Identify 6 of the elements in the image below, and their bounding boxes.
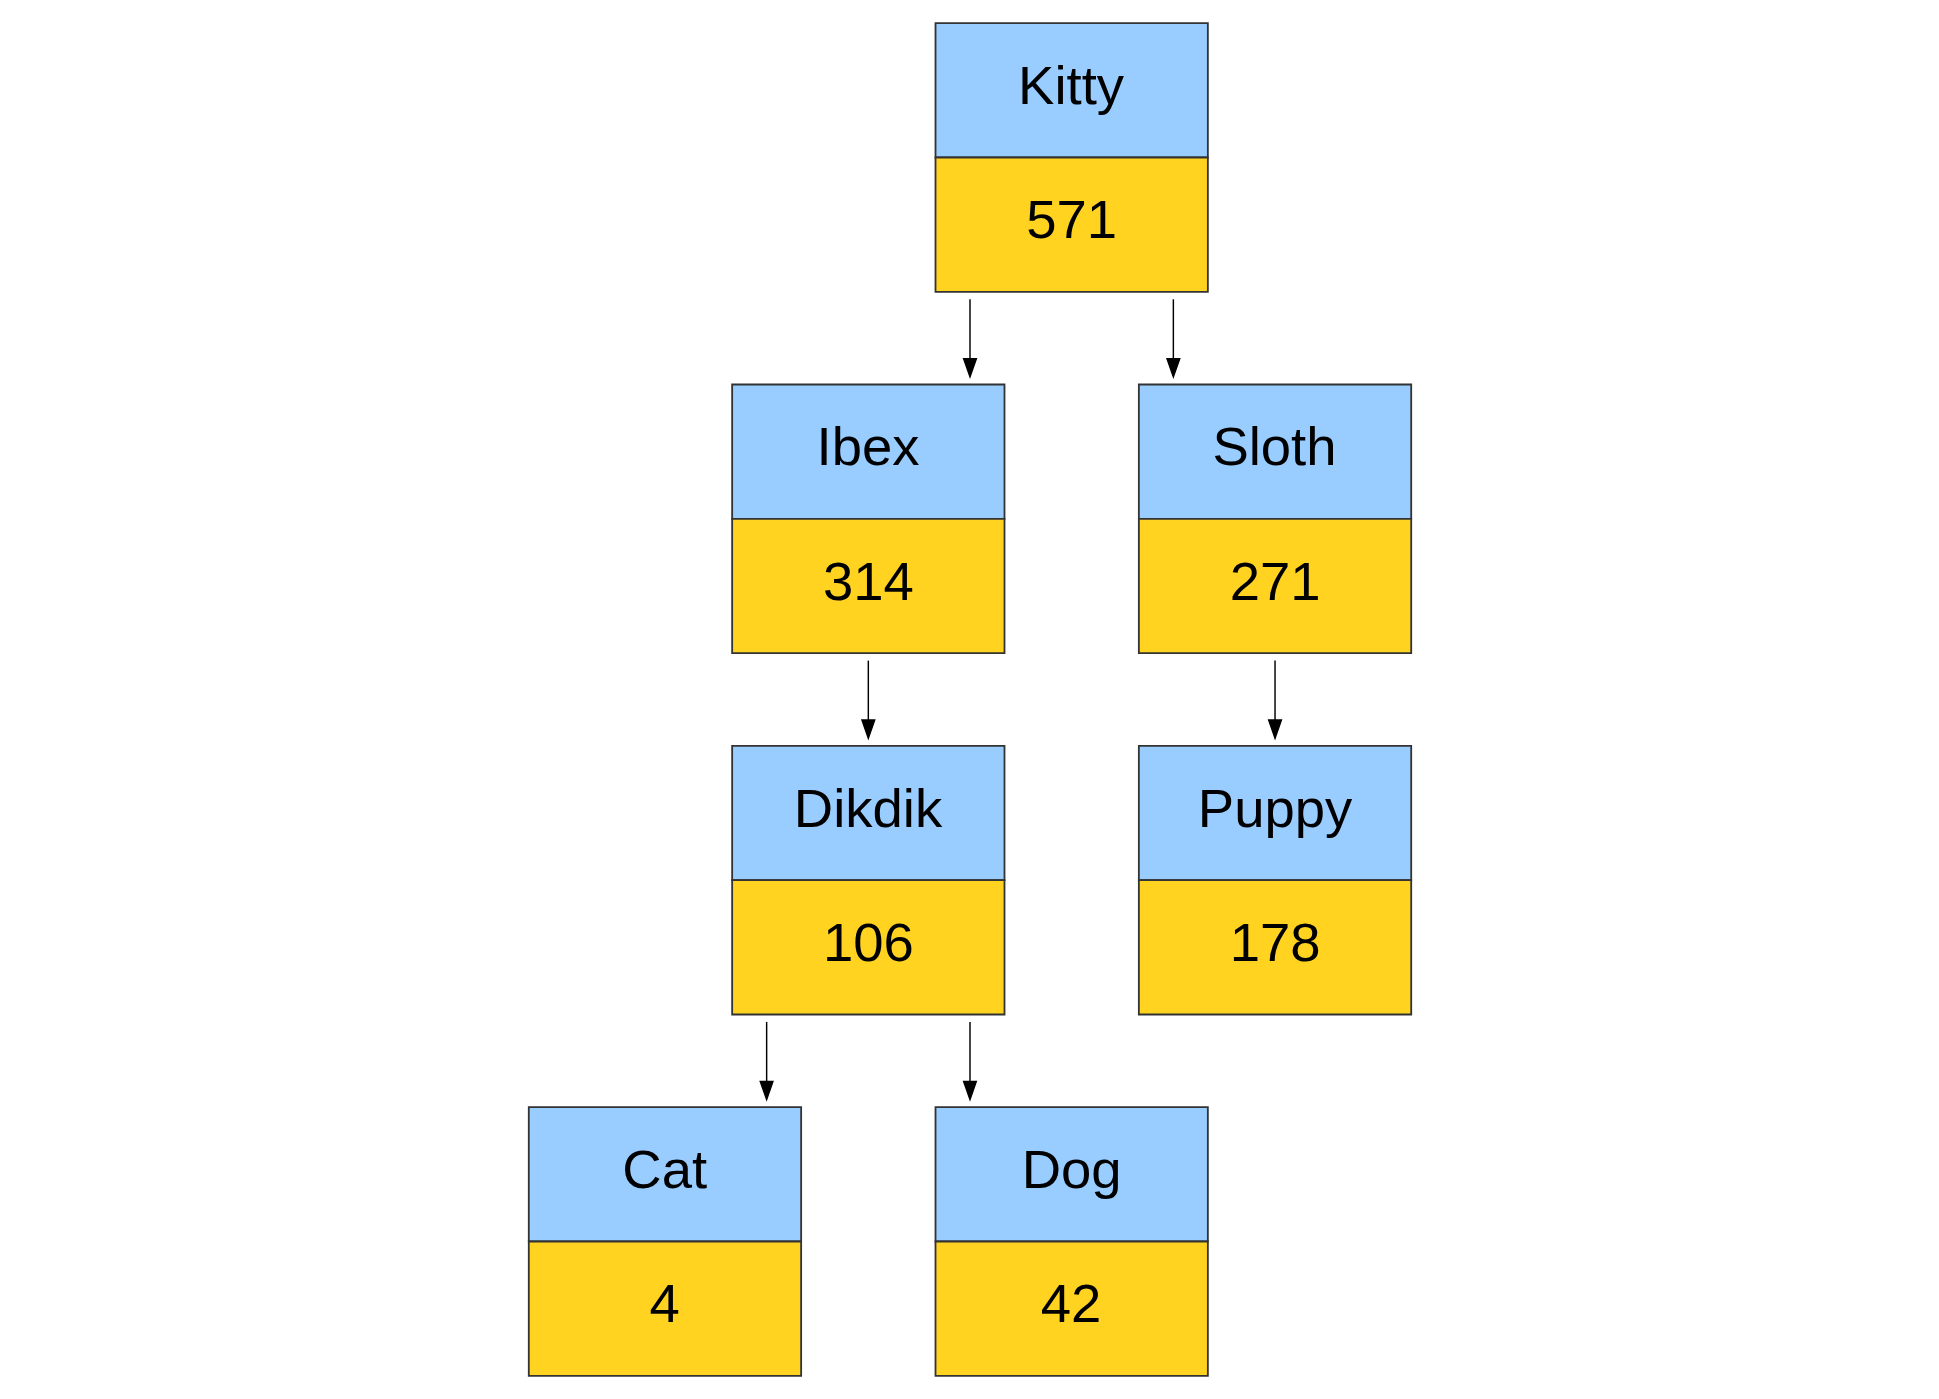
arrow: [860, 659, 876, 741]
arrow: [962, 298, 977, 380]
arrow: [1267, 659, 1282, 741]
arrow: [758, 1021, 774, 1102]
arrow: [1165, 298, 1181, 380]
arrow: [962, 1021, 977, 1102]
